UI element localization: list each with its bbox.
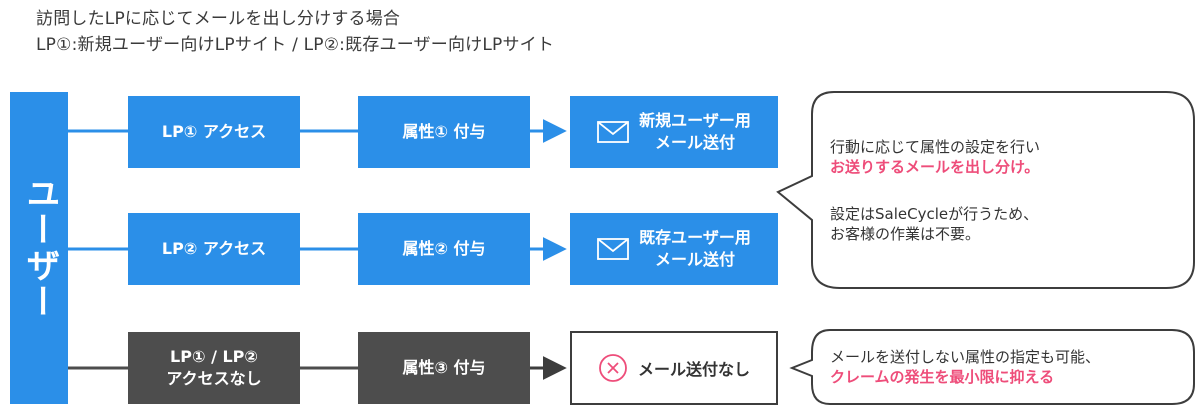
attribute-box-2: 属性② 付与 <box>358 213 530 285</box>
callout-top-line3: 設定はSaleCycleが行うため、 <box>830 205 1039 223</box>
attribute-box-3: 属性③ 付与 <box>358 332 530 404</box>
result-label-existing-user-line1: 既存ユーザー用 <box>639 228 751 247</box>
callout-bubble-bottom <box>789 329 1195 405</box>
result-label-new-user-line2: メール送付 <box>654 133 735 152</box>
result-label-no-mail: メール送付なし <box>637 360 750 379</box>
result-label-existing-user-line2: メール送付 <box>654 250 735 269</box>
envelope-icon <box>597 238 630 260</box>
access-box-lp2: LP② アクセス <box>128 213 300 285</box>
header-title: 訪問したLPに応じてメールを出し分けする場合 <box>36 9 401 29</box>
header-subtitle: LP①:新規ユーザー向けLPサイト / LP②:既存ユーザー向けLPサイト <box>36 35 555 55</box>
access-label-none-line1: LP① / LP② <box>170 347 258 366</box>
result-box-new-user-mail: 新規ユーザー用 メール送付 <box>570 96 778 168</box>
access-label-none-line2: アクセスなし <box>166 369 262 388</box>
attribute-label-3: 属性③ 付与 <box>402 358 486 377</box>
callout-top-highlight: お送りするメールを出し分け。 <box>830 158 1040 176</box>
access-box-lp1: LP① アクセス <box>128 96 300 168</box>
callout-bottom-highlight: クレームの発生を最小限に抑える <box>830 368 1055 386</box>
envelope-icon <box>597 121 630 143</box>
callout-bubble-top <box>776 91 1195 289</box>
attribute-label-2: 属性② 付与 <box>402 239 486 258</box>
result-box-no-mail: メール送付なし <box>570 331 778 405</box>
cancel-circle-icon <box>598 353 628 383</box>
callout-top-line4: お客様の作業は不要。 <box>830 225 981 243</box>
user-bar: ユーザー <box>10 92 68 404</box>
user-label: ユーザー <box>19 176 60 320</box>
attribute-box-1: 属性① 付与 <box>358 96 530 168</box>
callout-top-line1: 行動に応じて属性の設定を行い <box>830 138 1041 156</box>
attribute-label-1: 属性① 付与 <box>402 122 486 141</box>
result-box-existing-user-mail: 既存ユーザー用 メール送付 <box>570 213 778 285</box>
access-label-lp1: LP① アクセス <box>161 122 267 141</box>
access-box-none: LP① / LP② アクセスなし <box>128 332 300 404</box>
callout-bottom-line1: メールを送付しない属性の指定も可能、 <box>830 348 1101 366</box>
access-label-lp2: LP② アクセス <box>161 239 267 258</box>
result-label-new-user-line1: 新規ユーザー用 <box>639 111 751 130</box>
